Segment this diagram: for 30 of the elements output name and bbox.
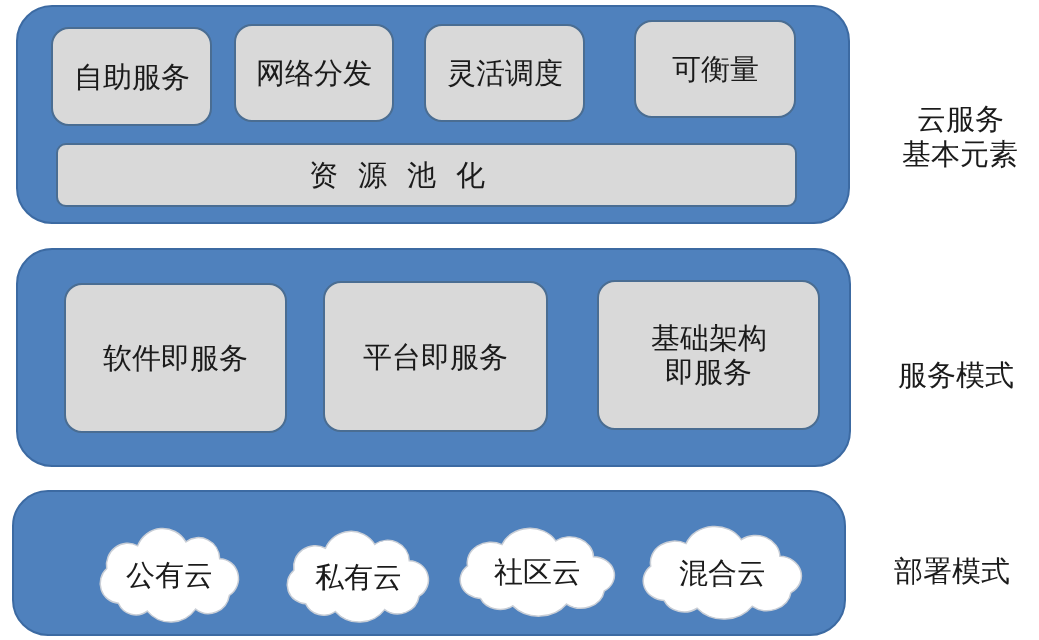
feature-box <box>597 280 820 430</box>
layer-label: 部署模式 <box>893 554 1011 589</box>
box-label: 基础架构即服务 <box>650 321 767 389</box>
cloud-shape <box>100 527 239 623</box>
cloud-label: 公有云 <box>126 558 213 592</box>
cloud-label: 私有云 <box>314 559 402 594</box>
box-label: 灵活调度 <box>446 56 563 90</box>
layer-label: 云服务基本元素 <box>901 102 1019 172</box>
layer-panel <box>12 490 846 636</box>
layer-panel <box>16 5 850 224</box>
layer-label: 服务模式 <box>897 358 1015 393</box>
resource-pool-bar <box>56 143 797 207</box>
feature-box <box>51 27 212 126</box>
feature-box <box>424 24 585 122</box>
box-label: 自助服务 <box>73 59 190 94</box>
feature-box <box>634 20 796 118</box>
layer-panel <box>16 248 851 467</box>
cloud-label: 社区云 <box>494 555 581 589</box>
cloud-shape <box>460 527 615 617</box>
box-label: 软件即服务 <box>103 341 248 375</box>
feature-box <box>234 24 394 122</box>
bar-label: 资源池化 <box>307 158 505 192</box>
feature-box <box>323 281 548 432</box>
cloud-shape <box>643 525 802 620</box>
cloud-label: 混合云 <box>679 555 766 590</box>
box-label: 可衡量 <box>671 52 759 86</box>
box-label: 网络分发 <box>256 56 372 90</box>
feature-box <box>64 283 287 433</box>
box-label: 平台即服务 <box>363 339 508 374</box>
cloud-shape <box>287 530 429 623</box>
